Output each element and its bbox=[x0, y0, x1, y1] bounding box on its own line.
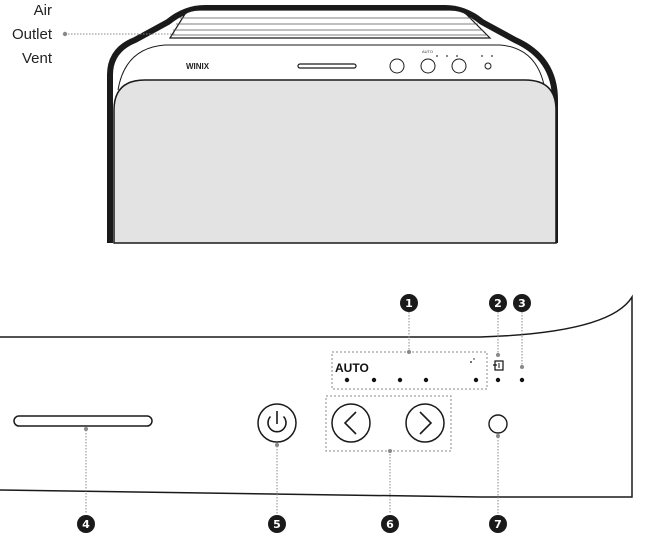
moon-icon bbox=[470, 358, 482, 373]
mini-sensor bbox=[484, 62, 492, 70]
mini-dot bbox=[481, 55, 483, 57]
leader-dot bbox=[520, 365, 524, 369]
mini-right-button bbox=[451, 58, 467, 74]
callout-number: 3 bbox=[518, 297, 526, 310]
leader-dot bbox=[407, 350, 411, 354]
mini-indicator-slot bbox=[297, 63, 357, 69]
control-panel-detail: AUTO bbox=[0, 294, 633, 533]
callout-badge-5: 5 bbox=[268, 515, 286, 533]
leader-dot bbox=[496, 353, 500, 357]
status-dot bbox=[519, 377, 525, 383]
purifier-overview: WINIX AUTO Air Outlet Vent bbox=[12, 2, 558, 244]
callout-number: 2 bbox=[494, 297, 502, 310]
callout-number: 1 bbox=[405, 297, 413, 310]
callout-badge-3: 3 bbox=[513, 294, 531, 312]
mini-auto-label: AUTO bbox=[422, 49, 433, 54]
air-outlet-label-line3: Vent bbox=[22, 50, 53, 67]
callout-number: 5 bbox=[273, 518, 281, 531]
sensor-button[interactable] bbox=[488, 414, 508, 434]
air-outlet-label-line1: Air bbox=[34, 2, 52, 19]
chevron-left-icon bbox=[343, 411, 357, 435]
chevron-right-icon bbox=[419, 411, 433, 435]
air-outlet-label-line2: Outlet bbox=[12, 26, 53, 43]
callout-number: 6 bbox=[386, 518, 394, 531]
mini-power-button bbox=[389, 58, 405, 74]
mode-dot bbox=[423, 377, 429, 383]
leader-dot bbox=[496, 434, 500, 438]
leader-dot bbox=[275, 443, 279, 447]
callout-number: 7 bbox=[494, 518, 502, 531]
leader-dot bbox=[388, 449, 392, 453]
brand-logo: WINIX bbox=[186, 62, 210, 71]
leader-dot bbox=[84, 427, 88, 431]
power-icon bbox=[267, 411, 287, 433]
mode-dot bbox=[473, 377, 479, 383]
control-strip-outline bbox=[117, 44, 546, 91]
fan-speed-down-button[interactable] bbox=[331, 403, 371, 443]
callout-badge-6: 6 bbox=[381, 515, 399, 533]
mode-dot bbox=[397, 377, 403, 383]
filter-dot bbox=[495, 377, 501, 383]
mini-left-button bbox=[420, 58, 436, 74]
callout-badge-4: 4 bbox=[77, 515, 95, 533]
mini-dot bbox=[446, 55, 448, 57]
mini-dot bbox=[456, 55, 458, 57]
callout-number: 4 bbox=[82, 518, 90, 531]
mini-dot bbox=[491, 55, 493, 57]
mode-dot bbox=[371, 377, 377, 383]
callout-badge-2: 2 bbox=[489, 294, 507, 312]
panel-outline bbox=[0, 294, 633, 498]
auto-mode-label: AUTO bbox=[335, 361, 369, 375]
front-panel bbox=[113, 79, 557, 244]
mode-dot bbox=[344, 377, 350, 383]
fan-speed-up-button[interactable] bbox=[405, 403, 445, 443]
callout-badge-7: 7 bbox=[489, 515, 507, 533]
indicator-slot bbox=[13, 415, 153, 427]
mini-dot bbox=[436, 55, 438, 57]
callout-badge-1: 1 bbox=[400, 294, 418, 312]
filter-icon bbox=[493, 360, 504, 371]
fan-speed-group bbox=[325, 395, 452, 452]
